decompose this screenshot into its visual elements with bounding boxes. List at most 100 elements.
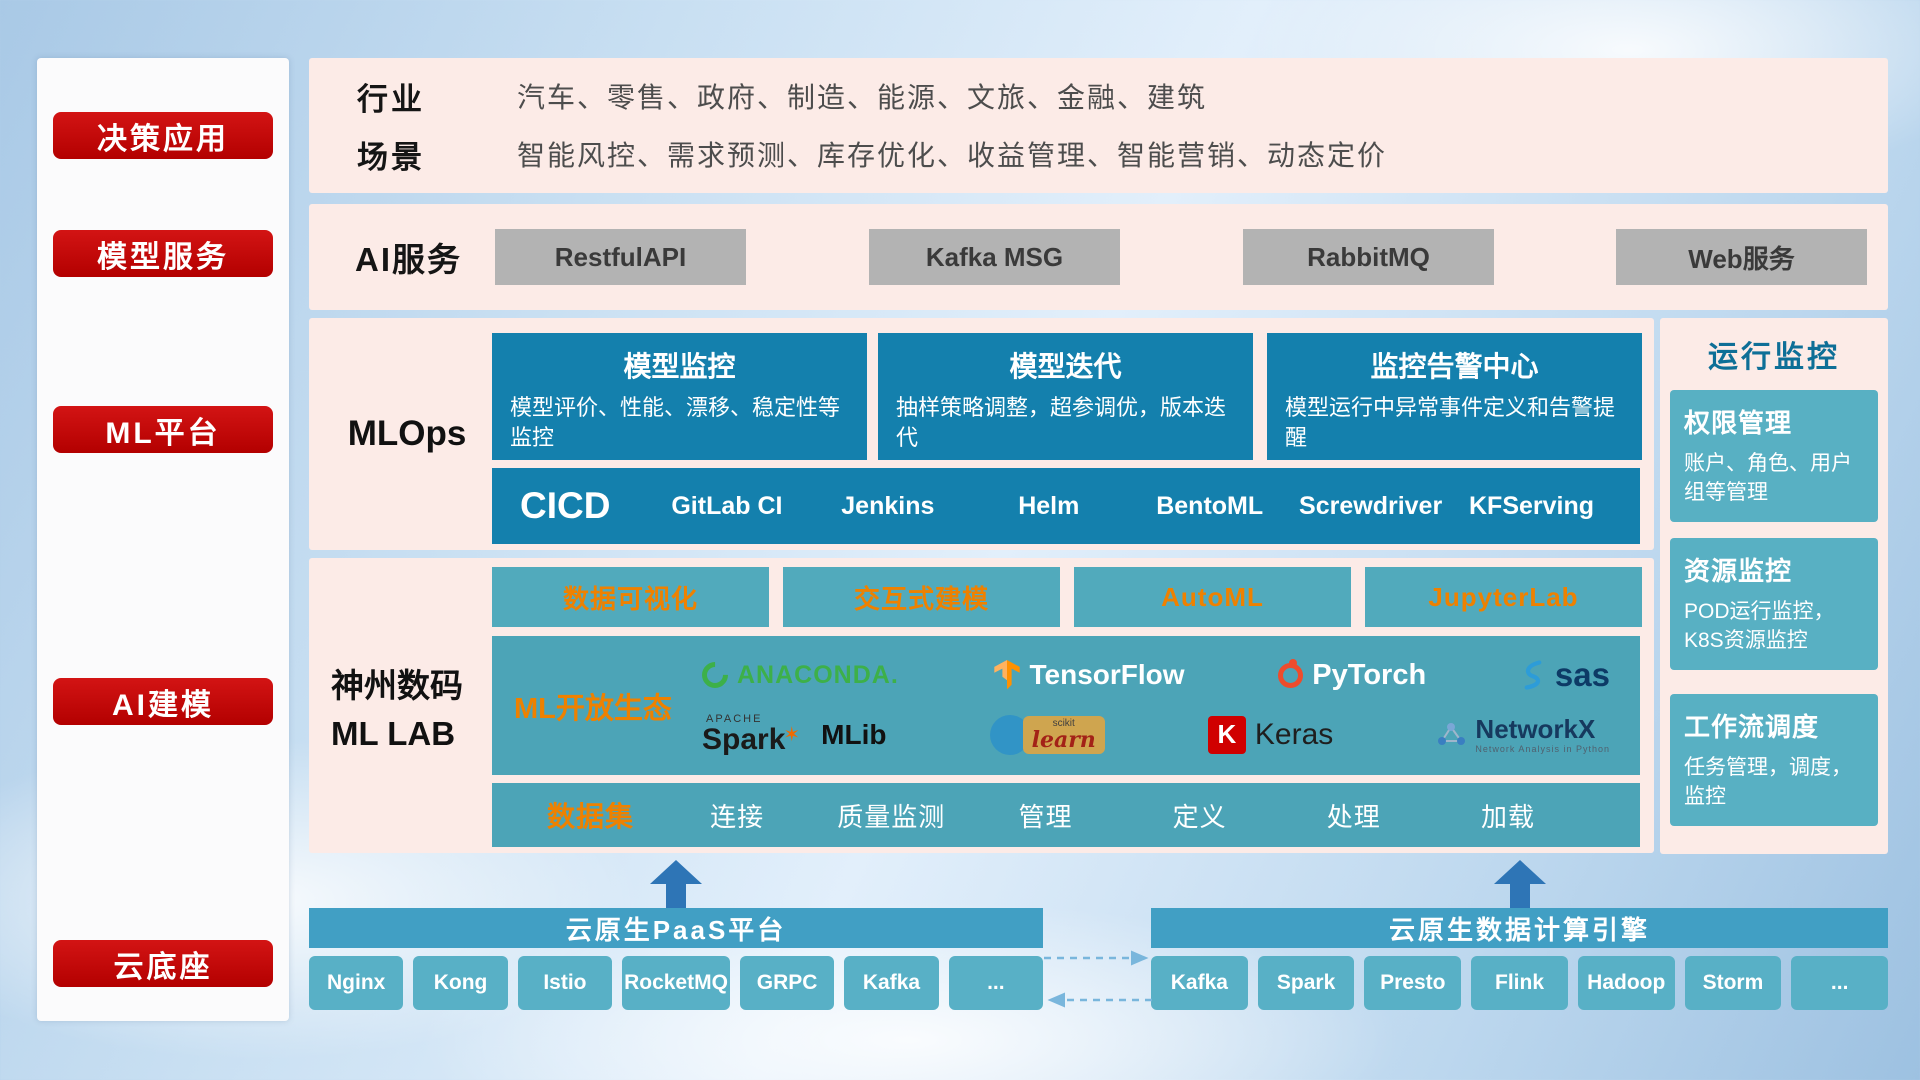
- industry-row: 行业 汽车、零售、政府、制造、能源、文旅、金融、建筑: [357, 74, 1858, 118]
- dataset-item-manage: 管理: [1018, 801, 1073, 832]
- more-chip[interactable]: ...: [948, 956, 1044, 1010]
- industry-label: 行业: [357, 81, 425, 117]
- mllab-label-line2: ML LAB: [331, 714, 456, 752]
- logo-row: APACHE Spark ✶ MLib scikit learn: [694, 714, 1618, 755]
- networkx-subtitle: Network Analysis in Python: [1475, 743, 1610, 754]
- automl-button[interactable]: AutoML: [1074, 567, 1351, 627]
- anaconda-icon: [696, 656, 734, 694]
- sidebar-item-decision-apps[interactable]: 决策应用: [53, 112, 273, 159]
- dataset-item-connect: 连接: [710, 801, 765, 832]
- paas-platform-title: 云原生PaaS平台: [565, 914, 787, 945]
- industry-scene-panel: 行业 汽车、零售、政府、制造、能源、文旅、金融、建筑 场景 智能风控、需求预测、…: [309, 58, 1888, 193]
- industry-list: 汽车、零售、政府、制造、能源、文旅、金融、建筑: [517, 82, 1208, 113]
- keras-icon: K: [1207, 715, 1246, 754]
- card-title: 工作流调度: [1684, 712, 1820, 742]
- sas-text: sas: [1554, 656, 1610, 693]
- card-desc: 账户、角色、用户组等管理: [1684, 452, 1852, 505]
- hadoop-chip[interactable]: Hadoop: [1577, 956, 1675, 1010]
- paas-platform-bar: 云原生PaaS平台: [309, 908, 1043, 948]
- pytorch-flame-dot: [1289, 658, 1298, 667]
- cicd-bar: CICD GitLab CI Jenkins Helm BentoML Scre…: [492, 468, 1640, 544]
- spark-wordmark: APACHE Spark ✶: [702, 714, 800, 755]
- arrow-head: [1494, 860, 1546, 884]
- sas-logo: sas: [1520, 656, 1610, 694]
- networkx-icon: [1438, 722, 1466, 745]
- arrow-stem: [1510, 884, 1530, 908]
- apache-text: APACHE: [706, 713, 763, 725]
- keras-text: Keras: [1254, 717, 1334, 751]
- flink-chip[interactable]: Flink: [1471, 956, 1568, 1010]
- logo-row: ANACONDA. TensorFlow PyTorch: [694, 656, 1618, 694]
- kafka-msg-button[interactable]: Kafka MSG: [869, 229, 1120, 285]
- dataset-item-load: 加载: [1480, 801, 1535, 832]
- resource-monitor-card: 资源监控 POD运行监控，K8S资源监控: [1670, 538, 1878, 670]
- dataset-item-process: 处理: [1326, 801, 1381, 832]
- scene-row: 场景 智能风控、需求预测、库存优化、收益管理、智能营销、动态定价: [357, 132, 1858, 176]
- operation-monitor-panel: 运行监控 权限管理 账户、角色、用户组等管理 资源监控 POD运行监控，K8S资…: [1660, 318, 1888, 854]
- sidebar-item-model-service[interactable]: 模型服务: [53, 230, 273, 277]
- istio-chip[interactable]: Istio: [517, 956, 613, 1010]
- storm-chip[interactable]: Storm: [1684, 956, 1782, 1010]
- pytorch-icon: [1278, 658, 1304, 688]
- sidebar-item-ml-platform[interactable]: ML平台: [53, 406, 273, 453]
- mllab-label: 神州数码 ML LAB: [331, 558, 491, 853]
- mlops-panel: MLOps 模型监控 模型评价、性能、漂移、稳定性等监控 模型迭代 抽样策略调整…: [309, 318, 1654, 550]
- sidebar-item-ai-modeling[interactable]: AI建模: [53, 678, 273, 725]
- scikit-text: scikit: [1052, 717, 1075, 729]
- paas-chip-row: Nginx Kong Istio RocketMQ GRPC Kafka ...: [309, 956, 1044, 1010]
- up-arrow: [1494, 860, 1546, 908]
- workflow-scheduling-card: 工作流调度 任务管理，调度，监控: [1670, 694, 1878, 826]
- data-engine-title: 云原生数据计算引擎: [1388, 914, 1650, 945]
- card-desc: 模型运行中异常事件定义和告警提醒: [1285, 395, 1616, 450]
- kafka-chip[interactable]: Kafka: [1151, 956, 1248, 1010]
- card-title: 模型监控: [623, 351, 736, 382]
- rabbitmq-button[interactable]: RabbitMQ: [1243, 229, 1494, 285]
- kong-chip[interactable]: Kong: [413, 956, 508, 1010]
- card-title: 模型迭代: [1009, 351, 1122, 382]
- more-chip[interactable]: ...: [1791, 956, 1889, 1010]
- sidebar-item-cloud-base[interactable]: 云底座: [53, 940, 273, 987]
- anaconda-logo: ANACONDA.: [696, 656, 899, 694]
- mlib-text: MLib: [821, 718, 887, 750]
- ai-service-panel: AI服务 RestfulAPI Kafka MSG RabbitMQ Web服务: [309, 204, 1888, 310]
- ecosystem-logos: ANACONDA. TensorFlow PyTorch: [694, 636, 1618, 775]
- nginx-chip[interactable]: Nginx: [309, 956, 404, 1010]
- jupyterlab-button[interactable]: JupyterLab: [1365, 567, 1642, 627]
- dashed-link-arrows: [1044, 950, 1152, 1008]
- up-arrow: [650, 860, 702, 908]
- networkx-logo: NetworkX Network Analysis in Python: [1436, 716, 1610, 754]
- mllab-label-line1: 神州数码: [331, 666, 463, 704]
- dataset-item-define: 定义: [1172, 801, 1227, 832]
- restfulapi-button[interactable]: RestfulAPI: [495, 229, 746, 285]
- alert-center-card: 监控告警中心 模型运行中异常事件定义和告警提醒: [1267, 333, 1642, 460]
- data-engine-bar: 云原生数据计算引擎: [1151, 908, 1888, 948]
- ml-ecosystem-box: ML开放生态 ANACONDA. TensorFlow: [492, 636, 1640, 775]
- dataset-item-quality: 质量监测: [837, 801, 946, 832]
- spark-star-icon: ✶: [783, 724, 801, 746]
- mlops-label: MLOps: [347, 414, 467, 453]
- screwdriver-label: Screwdriver: [1299, 491, 1443, 520]
- pytorch-text: PyTorch: [1312, 658, 1427, 691]
- scikit-learn-badge: scikit learn: [1022, 715, 1105, 754]
- learn-text: learn: [1031, 726, 1096, 753]
- operation-monitor-title: 运行监控: [1708, 341, 1840, 374]
- data-visualization-button[interactable]: 数据可视化: [492, 567, 769, 627]
- presto-chip[interactable]: Presto: [1364, 956, 1462, 1010]
- arrow-head: [650, 860, 702, 884]
- card-title: 监控告警中心: [1370, 351, 1539, 382]
- web-service-button[interactable]: Web服务: [1616, 229, 1867, 285]
- spark-chip[interactable]: Spark: [1257, 956, 1355, 1010]
- networkx-text: NetworkX: [1475, 713, 1596, 744]
- grpc-chip[interactable]: GRPC: [739, 956, 835, 1010]
- rocketmq-chip[interactable]: RocketMQ: [622, 956, 730, 1010]
- interactive-modeling-button[interactable]: 交互式建模: [783, 567, 1060, 627]
- ml-ecosystem-label: ML开放生态: [514, 692, 672, 725]
- kafka-chip[interactable]: Kafka: [844, 956, 939, 1010]
- spark-mlib-logo: APACHE Spark ✶ MLib: [702, 714, 886, 755]
- model-monitoring-card: 模型监控 模型评价、性能、漂移、稳定性等监控: [492, 333, 867, 460]
- dataset-label: 数据集: [547, 801, 635, 832]
- card-title: 资源监控: [1684, 556, 1793, 586]
- left-sidebar: 决策应用 模型服务 ML平台 AI建模 云底座: [37, 58, 289, 1021]
- anaconda-text: ANACONDA.: [737, 660, 899, 689]
